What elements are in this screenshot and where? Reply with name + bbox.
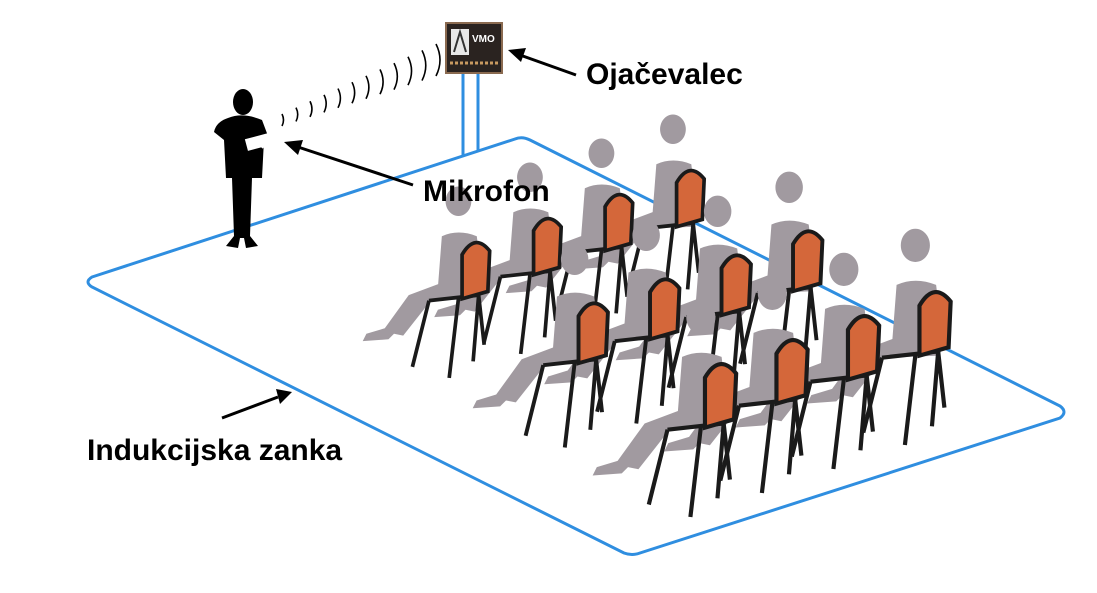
audience-seat (592, 300, 739, 518)
audience-chair-back (648, 277, 682, 342)
audience-chair-back (576, 301, 610, 366)
sound-wave-arc (309, 100, 313, 118)
audience-chair-frame (595, 333, 676, 424)
amplifier-logo: VMO (472, 34, 495, 45)
audience-person (592, 300, 728, 476)
speaker-figure (214, 89, 277, 248)
audience-chair-frame (523, 357, 604, 448)
label-arrows (221, 48, 577, 420)
audience-seat (434, 162, 564, 355)
audience-chair-frame (646, 421, 732, 518)
audience-chair-back (845, 314, 882, 383)
label-amplifier: Ojačevalec (586, 58, 743, 91)
audience-chair-back (719, 253, 753, 318)
audience-seat (472, 243, 610, 448)
audience-person (362, 186, 483, 342)
audience-chair-frame (553, 245, 629, 331)
audience-chair-frame (789, 373, 875, 470)
sound-wave-arc (323, 94, 327, 113)
sound-wave-arc (407, 56, 413, 86)
arrow-loop-head (276, 389, 292, 404)
sound-wave-arc (295, 107, 299, 122)
audience-chair-back (917, 290, 953, 359)
amplifier-connection-wire (461, 72, 480, 157)
audience-chair-back (702, 362, 739, 431)
amplifier-device: VMO (445, 22, 503, 74)
sound-wave-arc (435, 43, 441, 77)
audience-chair-back (531, 216, 564, 278)
arrow-microphone (297, 145, 414, 187)
sound-wave-arc (281, 113, 285, 127)
audience-chair-back (674, 168, 707, 230)
audience-person (472, 243, 601, 409)
sound-wave-arc (351, 81, 356, 104)
audience-chair-frame (625, 221, 701, 307)
audience-chair-frame (410, 293, 486, 379)
sound-wave-arc (365, 75, 370, 100)
label-microphone: Mikrofon (423, 175, 550, 208)
audience-chair-frame (482, 269, 558, 355)
audience-person (434, 162, 554, 318)
sound-wave-icon (281, 43, 441, 127)
audience-chair-frame (861, 349, 947, 446)
audience-seat (807, 228, 953, 446)
arrow-amplifier-head (508, 48, 526, 62)
sound-wave-arc (337, 88, 342, 109)
sound-wave-arc (379, 69, 384, 95)
induction-loop-wire (86, 136, 1066, 556)
audience-chair-back (774, 338, 810, 407)
audience (362, 114, 953, 518)
audience-chair-frame (718, 397, 804, 494)
audience-chair-back (603, 192, 635, 254)
sound-wave-arc (393, 62, 399, 90)
sound-wave-arc (421, 50, 427, 81)
arrow-loop (221, 395, 279, 420)
audience-chair-back (460, 240, 492, 302)
label-induction-loop: Indukcijska zanka (87, 434, 343, 467)
arrow-amplifier (519, 53, 577, 77)
audience-seat (362, 186, 492, 379)
audience-chair-back (791, 229, 825, 294)
arrow-microphone-head (284, 140, 303, 155)
